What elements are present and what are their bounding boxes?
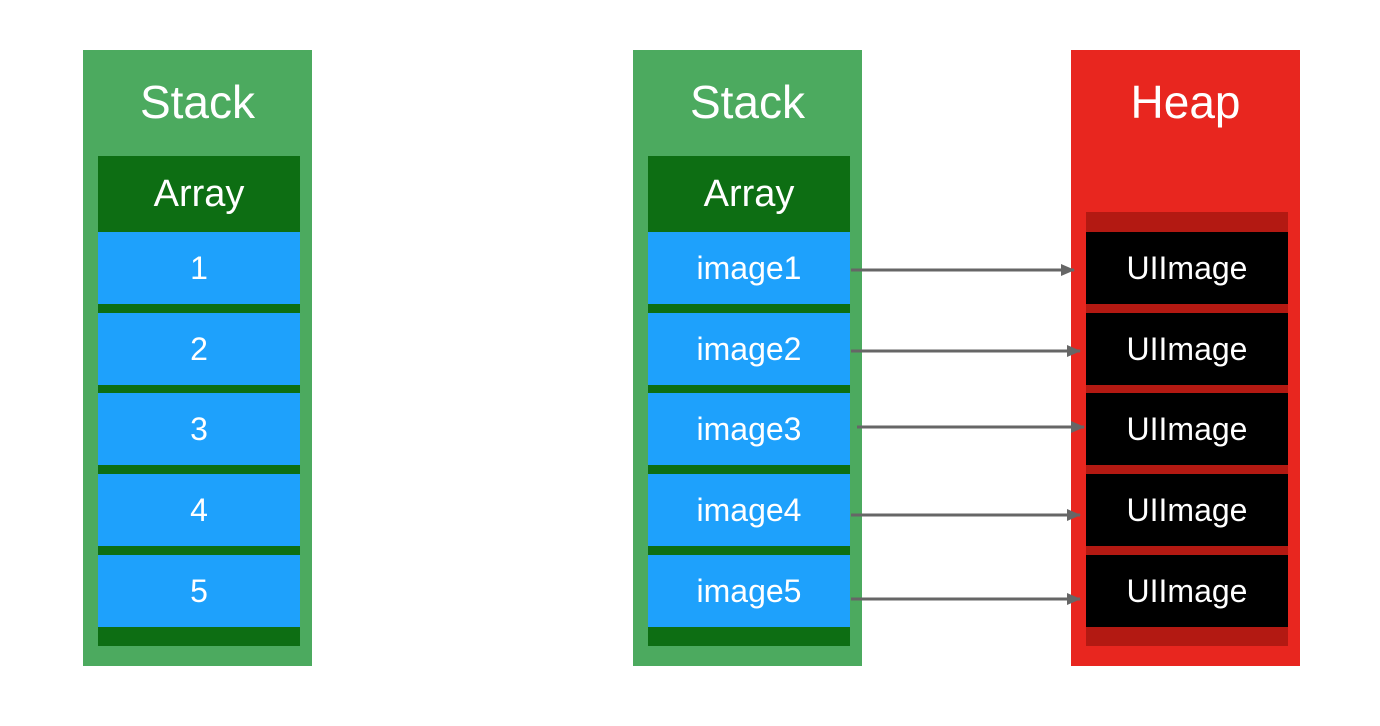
- right-cell: image5: [648, 555, 850, 627]
- right-stack-panel: Stack Array image1 image2 image3 image4 …: [633, 50, 862, 666]
- right-array: Array image1 image2 image3 image4 image5: [648, 156, 850, 646]
- uiimage-object: UIImage: [1086, 474, 1288, 546]
- right-cell: image2: [648, 313, 850, 385]
- left-stack-title: Stack: [139, 76, 256, 128]
- heap-region: UIImage UIImage UIImage UIImage UIImage: [1086, 212, 1288, 646]
- left-cell: 4: [98, 474, 300, 546]
- right-cell: image3: [648, 393, 850, 465]
- uiimage-object: UIImage: [1086, 555, 1288, 627]
- uiimage-object: UIImage: [1086, 232, 1288, 304]
- left-array: Array 1 2 3 4 5: [98, 156, 300, 646]
- left-cell: 5: [98, 555, 300, 627]
- left-cell: 3: [98, 393, 300, 465]
- left-cell: 2: [98, 313, 300, 385]
- heap-panel: Heap UIImage UIImage UIImage UIImage UII…: [1071, 50, 1300, 666]
- left-array-label: Array: [153, 173, 245, 215]
- right-stack-title: Stack: [689, 76, 806, 128]
- uiimage-object: UIImage: [1086, 393, 1288, 465]
- heap-title: Heap: [1130, 76, 1241, 128]
- right-cell: image1: [648, 232, 850, 304]
- right-array-label: Array: [703, 173, 795, 215]
- right-cell: image4: [648, 474, 850, 546]
- left-stack-panel: Stack Array 1 2 3 4 5: [83, 50, 312, 666]
- uiimage-object: UIImage: [1086, 313, 1288, 385]
- left-cell: 1: [98, 232, 300, 304]
